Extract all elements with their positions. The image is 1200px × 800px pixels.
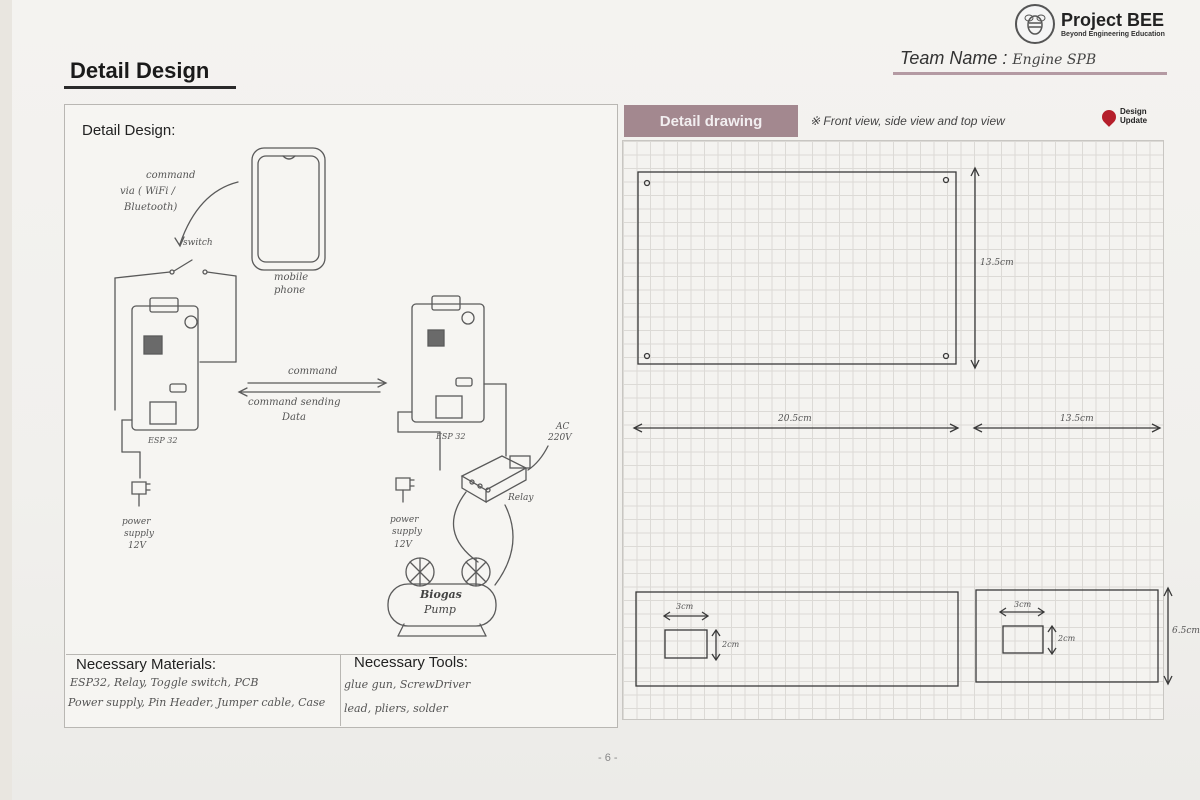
team-name-field: Team Name : Engine SPB (900, 48, 1096, 69)
team-underline (893, 72, 1167, 75)
project-logo: Project BEE Beyond Engineering Education (1015, 4, 1165, 44)
dim-depth-label: 6.5cm (1172, 626, 1200, 636)
materials-divider (340, 654, 341, 726)
front-view-outline (635, 591, 959, 687)
label-volt-left: 12V (128, 541, 146, 551)
label-ac-voltage: 220V (548, 433, 572, 443)
front-view-hole (664, 629, 708, 659)
tools-line-2: lead, pliers, solder (344, 702, 448, 715)
team-name-value: Engine SPB (1012, 52, 1097, 68)
label-esp32-right: ESP 32 (436, 432, 466, 441)
design-update-badge: Design Update (1099, 106, 1148, 127)
tools-line-1: glue gun, ScrewDriver (344, 678, 471, 691)
side-view-outline (975, 589, 1159, 683)
detail-drawing-tab: Detail drawing (624, 105, 798, 137)
label-ac: AC (556, 422, 570, 432)
materials-line-2: Power supply, Pin Header, Jumper cable, … (68, 696, 326, 709)
detail-design-panel (64, 104, 618, 728)
drawing-grid (622, 140, 1164, 720)
label-supply-right: supply (392, 527, 422, 537)
label-via-wifi: via ( WiFi / (120, 186, 176, 197)
power-plug-right-drawing (395, 477, 415, 503)
logo-name: Project BEE (1061, 9, 1165, 30)
label-biogas: Biogas (420, 588, 462, 601)
logo-tagline: Beyond Engineering Education (1061, 30, 1165, 38)
label-relay: Relay (508, 493, 534, 503)
label-data: Data (282, 412, 306, 423)
side-view-hole (1002, 625, 1044, 654)
tools-heading: Necessary Tools: (354, 654, 468, 671)
front-hole-height-label: 2cm (722, 640, 740, 649)
dim-width-label: 20.5cm (778, 414, 812, 424)
side-hole-height-label: 2cm (1058, 634, 1076, 643)
label-mobile: mobile (274, 272, 309, 283)
label-bluetooth: Bluetooth) (124, 202, 178, 213)
title-underline (64, 86, 236, 89)
power-plug-left-drawing (131, 481, 151, 507)
label-command-sending: command sending (248, 397, 341, 408)
materials-heading: Necessary Materials: (76, 656, 217, 673)
label-supply-left: supply (124, 529, 154, 539)
label-command-1: command (146, 170, 196, 181)
label-switch: switch (183, 238, 213, 248)
mobile-phone-drawing (251, 147, 326, 271)
relay-drawing (460, 445, 549, 504)
label-phone: phone (274, 285, 306, 296)
materials-line-1: ESP32, Relay, Toggle switch, PCB (70, 676, 259, 689)
update-line-2: Update (1120, 115, 1148, 125)
materials-tools-box (66, 654, 616, 727)
command-arrow (179, 181, 239, 245)
biogas-pump-drawing (387, 557, 497, 637)
esp32-right-drawing (411, 295, 485, 423)
view-note: ※ Front view, side view and top view (810, 114, 1005, 128)
side-hole-width-label: 3cm (1014, 600, 1032, 609)
page-title: Detail Design (70, 58, 210, 83)
label-volt-right: 12V (394, 540, 412, 550)
dim-side-width-label: 13.5cm (1060, 414, 1094, 424)
label-pump: Pump (424, 603, 456, 616)
label-power-left: power (122, 517, 151, 527)
label-power-right: power (390, 515, 419, 525)
toggle-switch-drawing (114, 259, 237, 411)
team-name-label: Team Name : (900, 48, 1008, 68)
label-esp32-left: ESP 32 (148, 436, 178, 445)
page-number: - 6 - (598, 752, 618, 764)
front-hole-width-label: 3cm (676, 602, 694, 611)
top-view-outline (637, 171, 957, 365)
update-line-1: Design (1120, 107, 1147, 116)
panel-title: Detail Design: (82, 122, 176, 139)
dim-height-label: 13.5cm (980, 258, 1014, 268)
esp32-left-drawing (131, 297, 199, 431)
bee-logo-icon (1015, 4, 1055, 44)
label-command-2: command (288, 366, 338, 377)
